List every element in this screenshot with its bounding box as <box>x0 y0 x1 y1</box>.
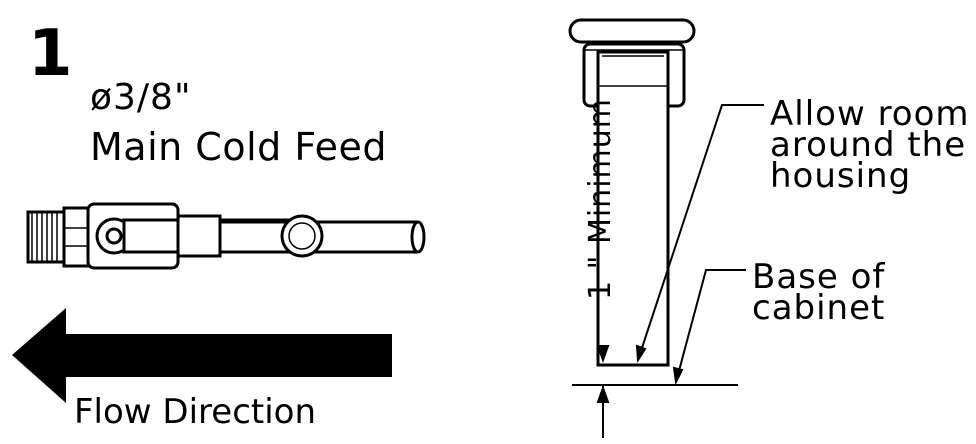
housing-body <box>596 50 670 367</box>
room-leader <box>637 104 764 361</box>
base-callout-line: Base of <box>752 257 886 297</box>
room-callout-line: Allow room <box>770 94 970 134</box>
main-cold-feed-label: Main Cold Feed <box>90 125 387 169</box>
base-callout: Base of cabinet <box>752 257 886 328</box>
flow-arrow <box>12 308 392 403</box>
room-callout-line: housing <box>770 156 912 196</box>
tube-end <box>410 220 426 254</box>
housing-clamp <box>568 18 696 44</box>
flow-direction-label: Flow Direction <box>74 392 317 432</box>
base-leader <box>675 269 746 383</box>
tube-connector <box>176 214 222 258</box>
pipe-size-label: ø3/8" <box>90 77 192 118</box>
filter-housing <box>568 18 696 367</box>
room-callout-line: around the <box>770 125 967 165</box>
valve-assembly <box>26 202 426 270</box>
clearance-label: 1 " Minimum <box>583 98 618 300</box>
clearance-arrows <box>596 345 610 438</box>
room-callout: Allow room around the housing <box>770 94 970 196</box>
leader-lines <box>635 104 764 386</box>
step-number: 1 <box>28 17 73 91</box>
hex-nut <box>62 206 92 268</box>
base-callout-line: cabinet <box>752 288 886 328</box>
threaded-fitting <box>26 210 66 264</box>
